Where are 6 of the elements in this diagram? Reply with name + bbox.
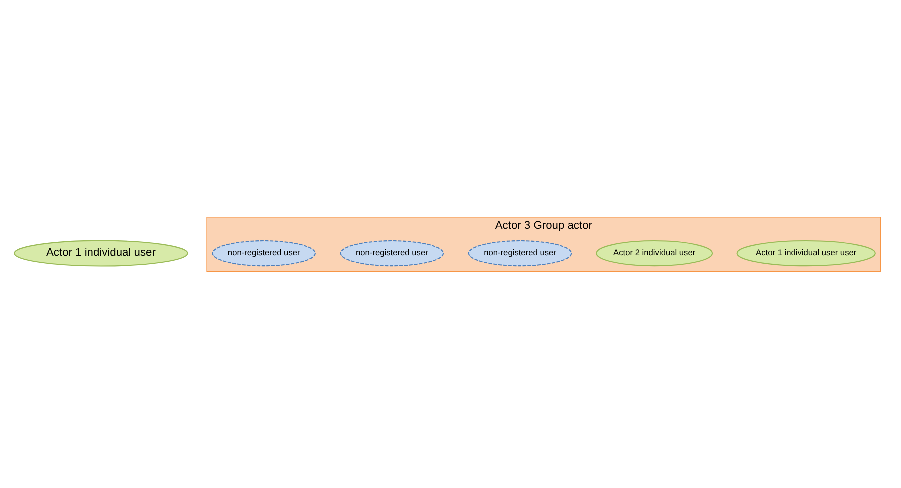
node-ellipse: Actor 1 individual user <box>14 240 188 266</box>
node-ellipse: non-registered user <box>212 240 316 266</box>
node-ellipse: non-registered user <box>340 240 444 266</box>
node-ellipse: Actor 1 individual user user <box>736 240 876 266</box>
node-ellipse: non-registered user <box>468 240 572 266</box>
node-ellipse: Actor 2 individual user <box>596 240 714 266</box>
